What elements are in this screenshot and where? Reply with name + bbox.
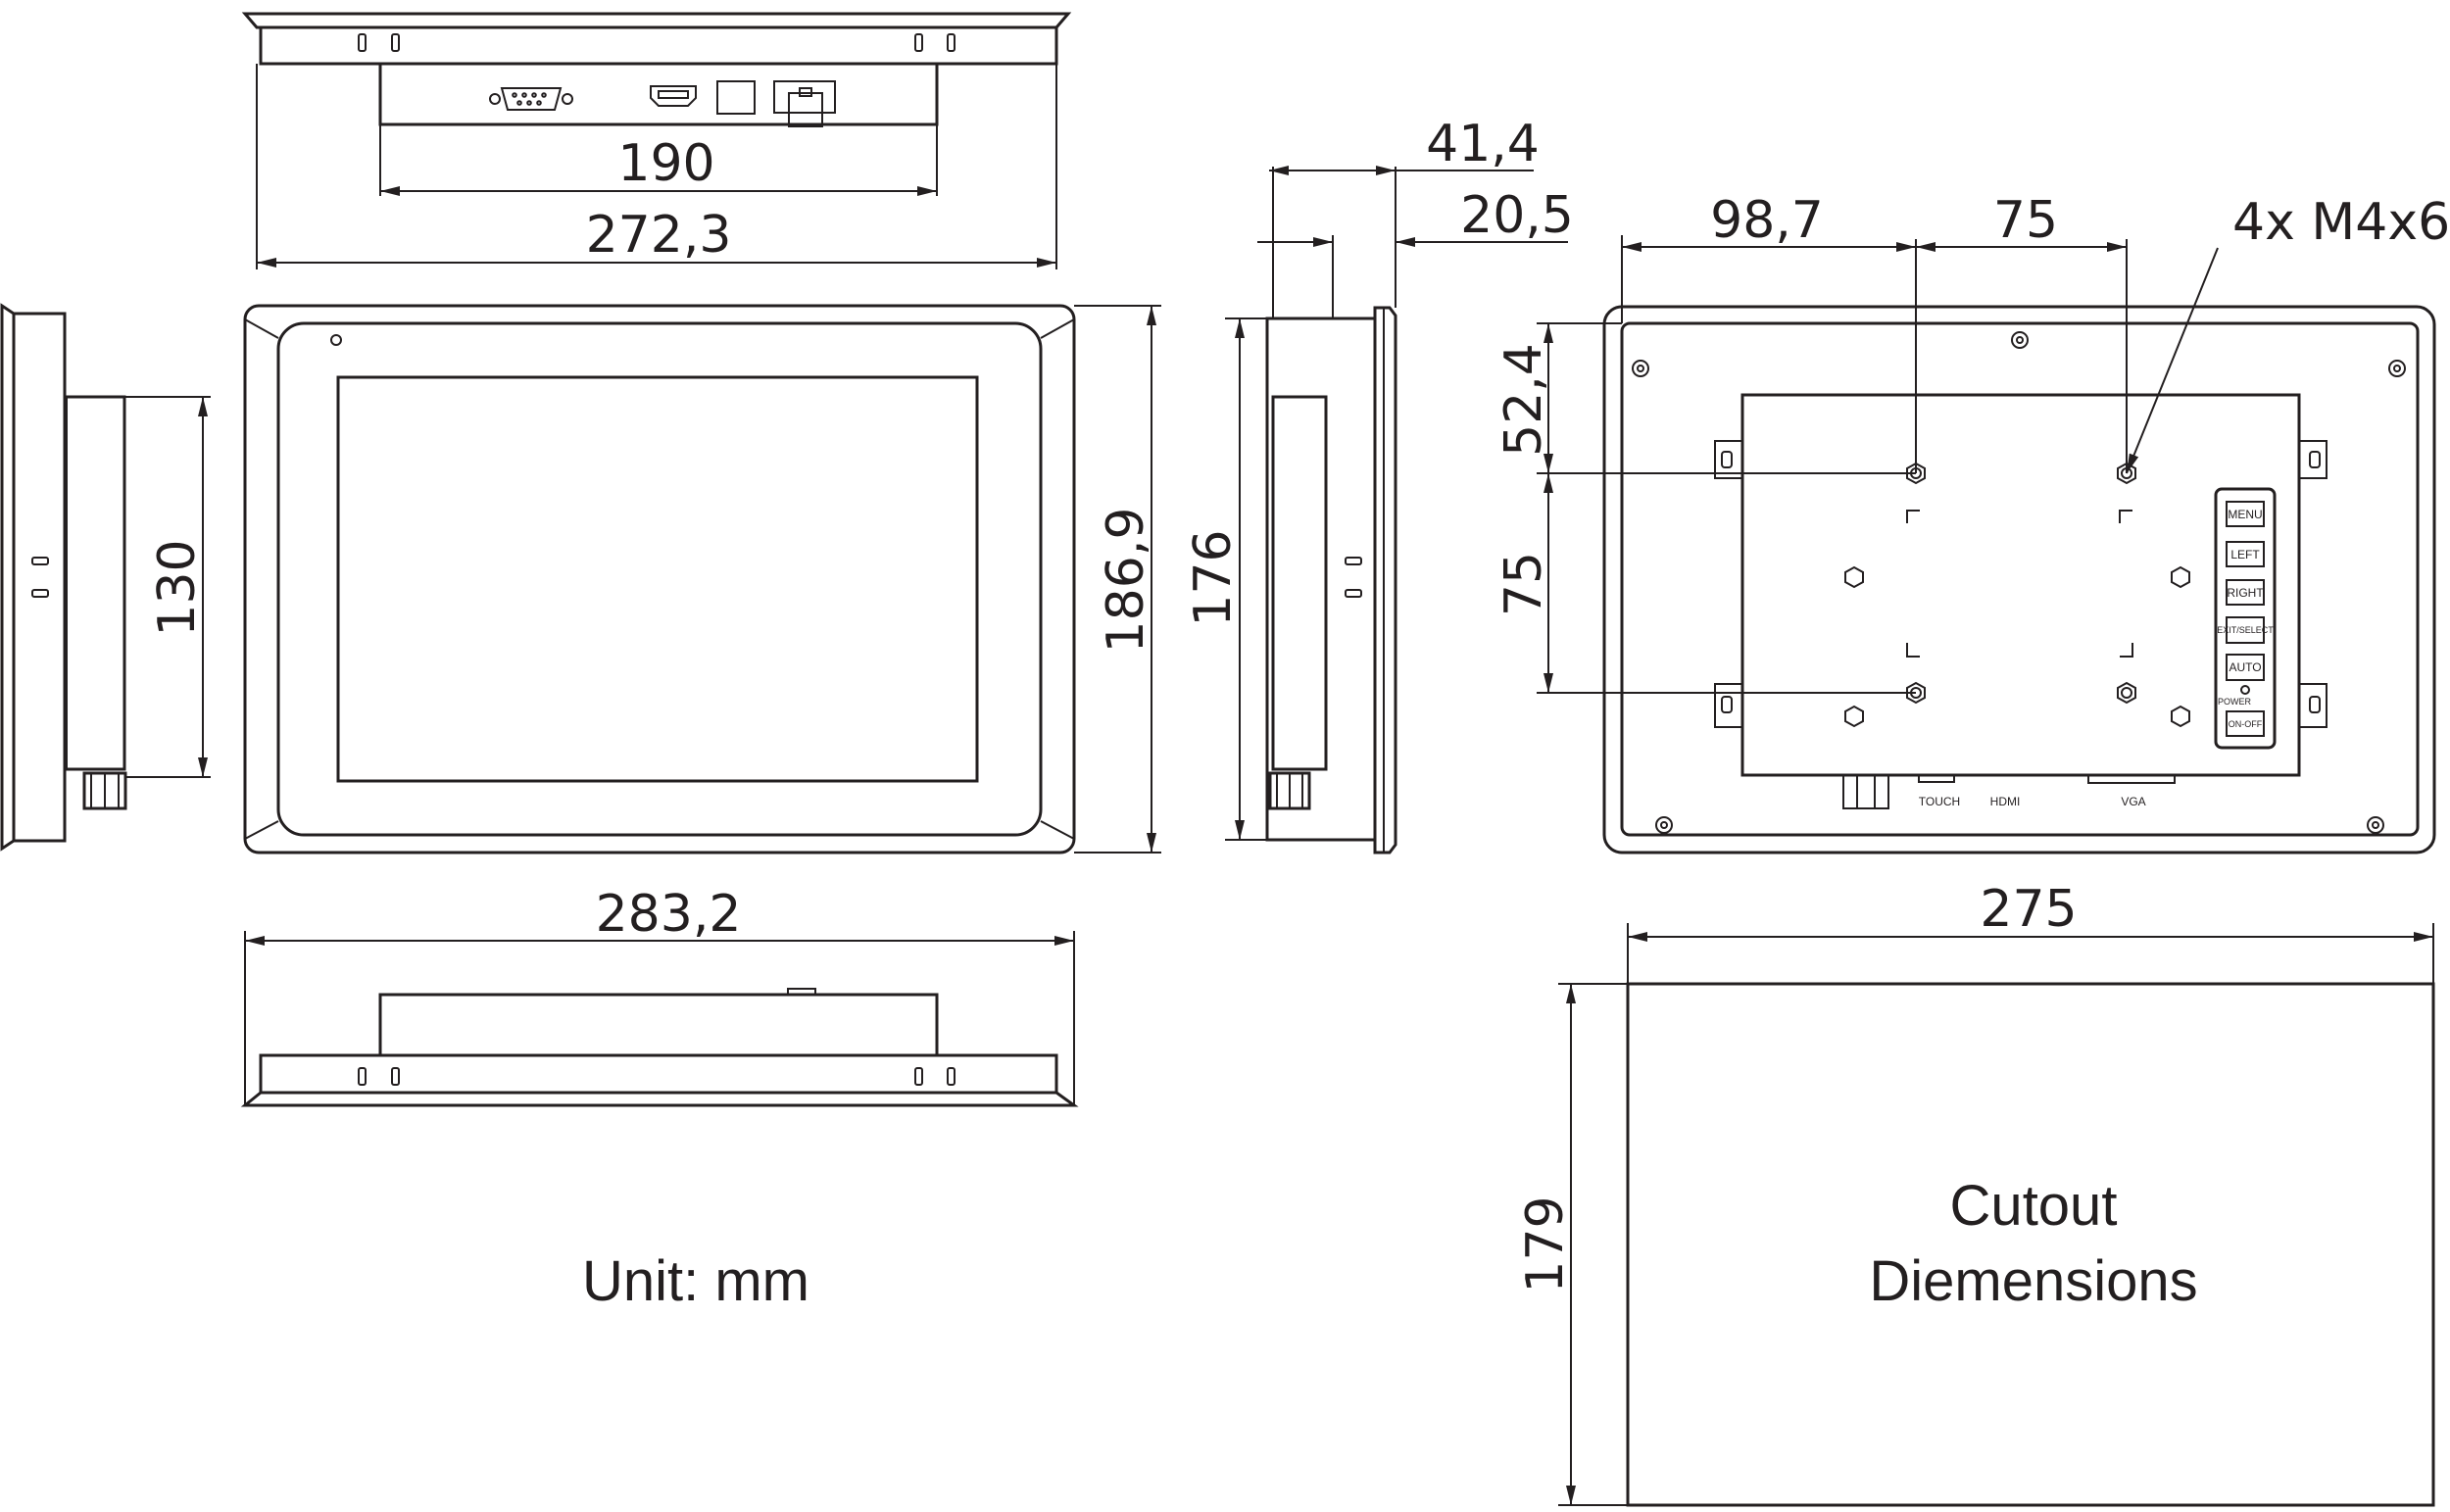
port-label-touch: TOUCH (1919, 795, 1960, 808)
dim-top-rear-width: 190 (617, 134, 714, 193)
osd-button-label: ON-OFF (2229, 719, 2263, 729)
dim-rear-hole-offset-x: 98,7 (1710, 191, 1824, 250)
port-label-hdmi: HDMI (1990, 795, 2021, 808)
dim-rear-hole-spacing-x: 75 (1993, 191, 2058, 250)
port-label-vga: VGA (2121, 795, 2145, 808)
left-side-view: 130 (0, 303, 211, 852)
bottom-view: 283,2 (240, 885, 1079, 1107)
power-led-icon (2240, 685, 2250, 695)
dim-side-depth-total: 41,4 (1426, 115, 1540, 173)
power-led-label: POWER (2218, 697, 2252, 707)
cutout-label-line2: Diemensions (1869, 1249, 2197, 1313)
cutout-view: 275 179 Cutout Diemensions (1516, 880, 2435, 1507)
osd-button-label: RIGHT (2227, 586, 2264, 600)
front-led-icon (330, 334, 342, 346)
front-view: 186,9 (243, 304, 1161, 854)
dim-front-inner-height: 176 (1184, 529, 1243, 626)
dim-cutout-height: 179 (1516, 1195, 1575, 1293)
dim-top-overall-width: 272,3 (586, 206, 732, 265)
unit-label: Unit: mm (582, 1249, 809, 1313)
display-screen (336, 375, 979, 783)
top-view: 190 272,3 (241, 12, 1072, 269)
osd-button-label: AUTO (2229, 660, 2261, 674)
osd-button-panel: MENU LEFT RIGHT EXIT/SELECT AUTO POWER O… (2214, 487, 2277, 750)
dim-bottom-overall-width: 283,2 (596, 885, 742, 944)
right-side-view: 41,4 20,5 176 (1184, 115, 1574, 854)
rear-view: MENU LEFT RIGHT EXIT/SELECT AUTO POWER O… (1494, 191, 2450, 854)
dim-front-overall-height: 186,9 (1097, 508, 1155, 654)
dim-side-depth-front: 20,5 (1460, 186, 1574, 245)
dim-cutout-width: 275 (1980, 880, 2077, 939)
dim-left-rear-height: 130 (148, 539, 207, 636)
osd-button-label: LEFT (2230, 548, 2260, 561)
power-connector-icon (773, 80, 836, 127)
dim-rear-hole-spacing-y: 75 (1494, 552, 1553, 616)
osd-button-label: MENU (2228, 508, 2262, 521)
vga-port-icon (489, 87, 573, 111)
cutout-label-line1: Cutout (1950, 1174, 2118, 1238)
hdmi-port-icon (650, 85, 697, 107)
mount-screws-label: 4x M4x6 (2232, 193, 2450, 252)
osd-button-label: EXIT/SELECT (2217, 625, 2274, 635)
usb-port-icon (716, 80, 756, 115)
mount-hole-icon (1906, 462, 2136, 705)
dim-rear-hole-offset-y: 52,4 (1494, 343, 1553, 457)
